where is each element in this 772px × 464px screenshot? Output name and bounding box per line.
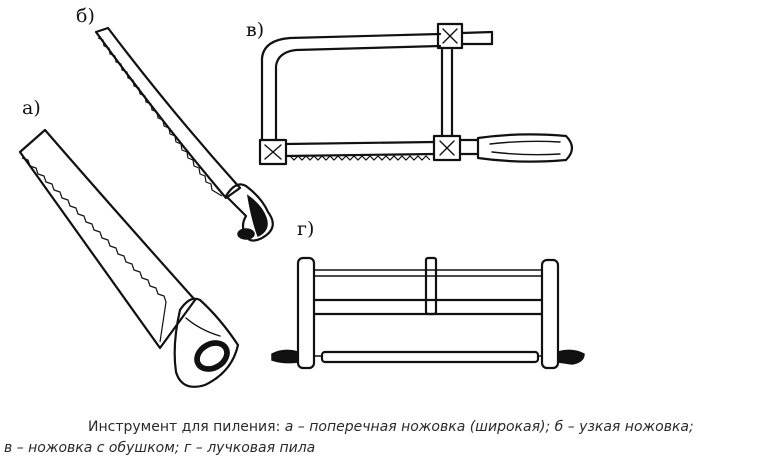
caption-part-1: а – поперечная ножовка (широкая); б – уз… bbox=[284, 419, 694, 435]
narrow-saw bbox=[94, 26, 274, 242]
label-b: б) bbox=[76, 5, 95, 27]
saw-illustration: а) б) в) г) bbox=[18, 5, 585, 388]
figure-caption: Инструмент для пиления: а – поперечная н… bbox=[4, 417, 770, 459]
label-a: а) bbox=[22, 97, 41, 119]
caption-part-2: в – ножовка с обушком; г – лучковая пила bbox=[4, 440, 316, 456]
caption-lead: Инструмент для пиления: bbox=[88, 419, 281, 435]
back-saw bbox=[258, 22, 574, 166]
label-v: в) bbox=[246, 19, 264, 41]
bow-saw bbox=[271, 256, 585, 370]
label-g: г) bbox=[297, 218, 314, 240]
crosscut-saw bbox=[18, 128, 240, 388]
